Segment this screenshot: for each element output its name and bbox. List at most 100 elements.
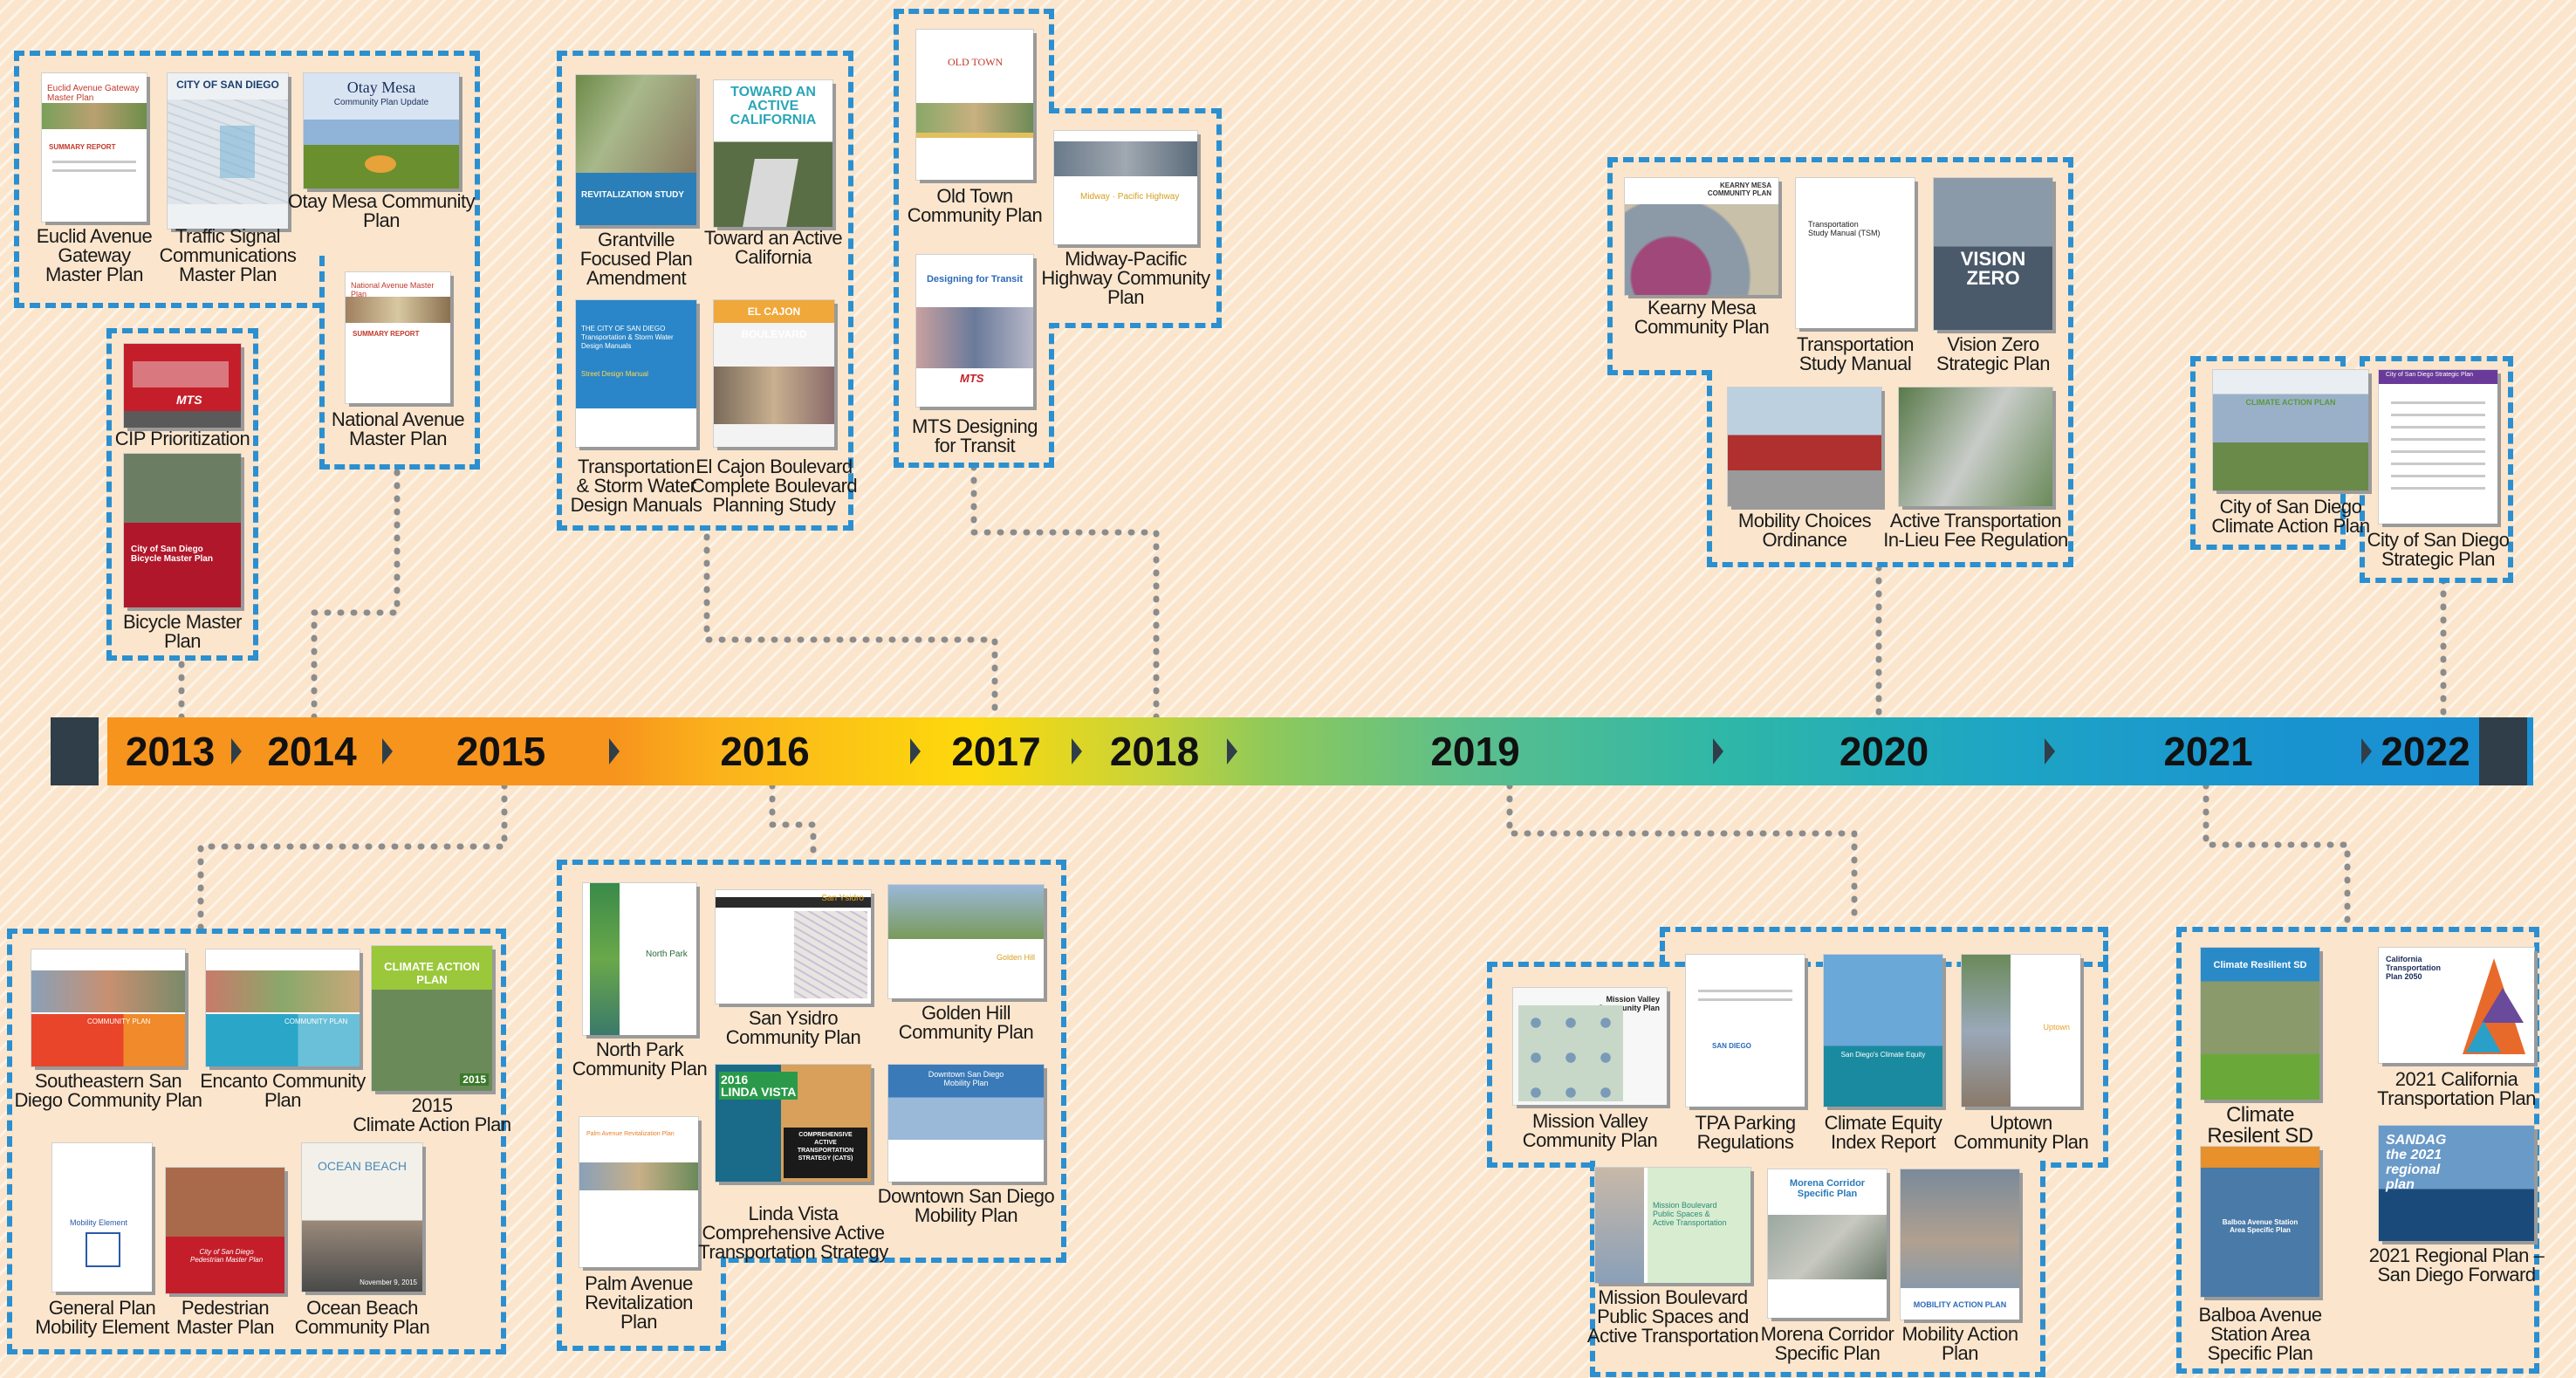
doc-label: Otay Mesa Community Plan <box>287 190 476 231</box>
connector-2016-top <box>703 520 998 721</box>
doc-label: Bicycle Master Plan <box>122 611 243 652</box>
doc-label: San Ysidro Community Plan <box>725 1007 861 1048</box>
cover-title: MOBILITY ACTION PLAN <box>1913 1300 2007 1309</box>
year-2019: 2019 <box>1430 729 1520 774</box>
connector-2016-bottom <box>769 782 817 863</box>
cover-title: Palm Avenue Revitalization Plan <box>586 1131 675 1137</box>
cover-title: City of San Diego Strategic Plan <box>2386 372 2473 378</box>
doc-label: 2021 Regional Plan – San Diego Forward <box>2368 1244 2545 1285</box>
doc-label: Mobility Action Plan <box>1901 1323 2018 1364</box>
doc-label: Linda Vista Comprehensive Active Transpo… <box>698 1203 888 1263</box>
doc-label: Traffic Signal Communications Master Pla… <box>159 225 297 285</box>
cover-title: COMMUNITY PLAN <box>87 1018 151 1025</box>
doc-label: Ocean Beach Community Plan <box>294 1297 430 1338</box>
year-2018: 2018 <box>1109 729 1200 774</box>
cover-title: CLIMATE ACTION PLAN <box>384 960 480 986</box>
cover-title: OCEAN BEACH <box>318 1159 407 1173</box>
cover-title: CITY OF SAN DIEGO <box>176 79 279 91</box>
doc-label: Climate Equity Index Report <box>1824 1112 1942 1153</box>
doc-label: Balboa Avenue Station Area Specific Plan <box>2198 1304 2322 1364</box>
doc-label: Transportation & Storm Water Design Manu… <box>570 456 702 516</box>
doc-label: Pedestrian Master Plan <box>176 1297 274 1338</box>
year-2022: 2022 <box>2381 729 2470 774</box>
doc-label: Old Town Community Plan <box>907 185 1043 226</box>
doc-label: MTS Designing for Transit <box>912 415 1038 456</box>
group-2016-bottom-lower <box>557 1257 726 1351</box>
cover-title: OLD TOWN <box>948 56 1004 68</box>
cover-title: Midway · Pacific Highway <box>1080 192 1180 202</box>
year-2021: 2021 <box>2163 729 2253 774</box>
cover-title: Designing for Transit <box>926 274 1023 285</box>
cover-title: Morena Corridor Specific Plan <box>1789 1178 1866 1199</box>
doc-label: Euclid Avenue Gateway Master Plan <box>36 225 153 285</box>
cover-subtitle: COMPREHENSIVE ACTIVE TRANSPORTATION STRA… <box>784 1128 867 1178</box>
doc-label: North Park Community Plan <box>572 1039 708 1080</box>
doc-label: Morena Corridor Specific Plan <box>1760 1323 1894 1364</box>
doc-label: Palm Avenue Revitalization Plan <box>585 1272 693 1333</box>
year-2017: 2017 <box>951 729 1041 774</box>
doc-label: Mission Valley Community Plan <box>1522 1110 1658 1151</box>
timeline-bar <box>107 717 2533 785</box>
cover-title: SANDAG the 2021 regional plan <box>2386 1133 2447 1192</box>
cover-title: Transportation Study Manual (TSM) <box>1808 220 1881 237</box>
cover-title: THE CITY OF SAN DIEGO Transportation & S… <box>581 325 674 350</box>
timeline-end-cap <box>2479 717 2527 785</box>
cover-title: Downtown San Diego Mobility Plan <box>928 1070 1004 1087</box>
doc-label: Kearny Mesa Community Plan <box>1634 297 1770 338</box>
doc-label: CIP Prioritization <box>114 428 250 449</box>
cover-title: North Park <box>646 950 688 959</box>
connector-2017-top <box>970 463 1160 721</box>
year-2020: 2020 <box>1839 729 1929 774</box>
cover-title: EL CAJON BOULEVARD <box>714 300 834 340</box>
doc-label: Active Transportation In-Lieu Fee Regula… <box>1883 510 2068 551</box>
cover-title: CLIMATE ACTION PLAN <box>2245 398 2336 407</box>
cover-title: COMMUNITY PLAN <box>284 1018 348 1025</box>
cover-title: KEARNY MESA COMMUNITY PLAN <box>1707 182 1771 197</box>
doc-label: City of San Diego Strategic Plan <box>2367 529 2510 570</box>
doc-label: Transportation Study Manual <box>1796 333 1915 374</box>
doc-label: Encanto Community Plan <box>200 1070 366 1111</box>
timeline-start-cap <box>51 717 99 785</box>
doc-label: National Avenue Master Plan <box>331 408 465 449</box>
doc-label: Mission Boulevard Public Spaces and Acti… <box>1586 1286 1759 1347</box>
doc-label: 2021 California Transportation Plan <box>2377 1068 2536 1109</box>
cover-title: Mission Boulevard Public Spaces & Active… <box>1653 1201 1727 1227</box>
doc-label: General Plan Mobility Element <box>35 1297 169 1338</box>
cover-subtitle: SUMMARY REPORT <box>49 143 116 151</box>
year-2014: 2014 <box>267 729 357 774</box>
cover-title: VISION ZERO <box>1960 248 2026 289</box>
doc-label: Downtown San Diego Mobility Plan <box>877 1185 1055 1226</box>
doc-label: Uptown Community Plan <box>1953 1112 2089 1153</box>
doc-label: Mobility Choices Ordinance <box>1737 510 1872 551</box>
year-2015: 2015 <box>456 729 546 774</box>
connector-2015-bottom <box>197 782 508 936</box>
cover-title: National Avenue Master Plan <box>351 281 435 298</box>
doc-label: Toward an Active California <box>703 227 843 268</box>
cover-title: Mobility Element <box>70 1218 128 1227</box>
doc-label: El Cajon Boulevard Complete Boulevard Pl… <box>690 456 858 516</box>
cover-title: Otay Mesa <box>346 79 416 96</box>
doc-label: Vision Zero Strategic Plan <box>1936 333 2050 374</box>
year-2016: 2016 <box>720 729 810 774</box>
cover-title: TOWARD AN ACTIVE CALIFORNIA <box>730 85 817 127</box>
cover-title: San Diego's Climate Equity <box>1840 1051 1926 1059</box>
cover-title: REVITALIZATION STUDY <box>581 190 684 200</box>
doc-label: 2015 Climate Action Plan <box>353 1094 511 1135</box>
timeline: 2013 2014 2015 2016 2017 2018 2019 2020 … <box>51 717 2533 785</box>
cover-subtitle: MTS <box>960 372 984 385</box>
cover-subtitle: November 9, 2015 <box>360 1279 417 1286</box>
connector-2019-bottom <box>1506 782 1858 929</box>
doc-label: Grantville Focused Plan Amendment <box>579 229 693 289</box>
cover-title: City of San Diego Pedestrian Master Plan <box>190 1248 264 1264</box>
doc-label: Golden Hill Community Plan <box>898 1002 1034 1043</box>
doc-label: Climate Resilent SD <box>2207 1103 2313 1148</box>
cover-title: Climate Resilient SD <box>2213 960 2307 970</box>
year-2013: 2013 <box>125 729 216 774</box>
cover-title: Balboa Avenue Station Area Specific Plan <box>2222 1218 2299 1234</box>
cover-subtitle: SUMMARY REPORT <box>353 330 420 338</box>
doc-label: City of San Diego Climate Action Plan <box>2211 496 2370 537</box>
connector-2014 <box>311 463 401 721</box>
doc-label: Southeastern San Diego Community Plan <box>14 1070 202 1111</box>
cover-subtitle: 2015 <box>460 1073 489 1086</box>
cover-title: San Ysidro <box>821 894 864 903</box>
